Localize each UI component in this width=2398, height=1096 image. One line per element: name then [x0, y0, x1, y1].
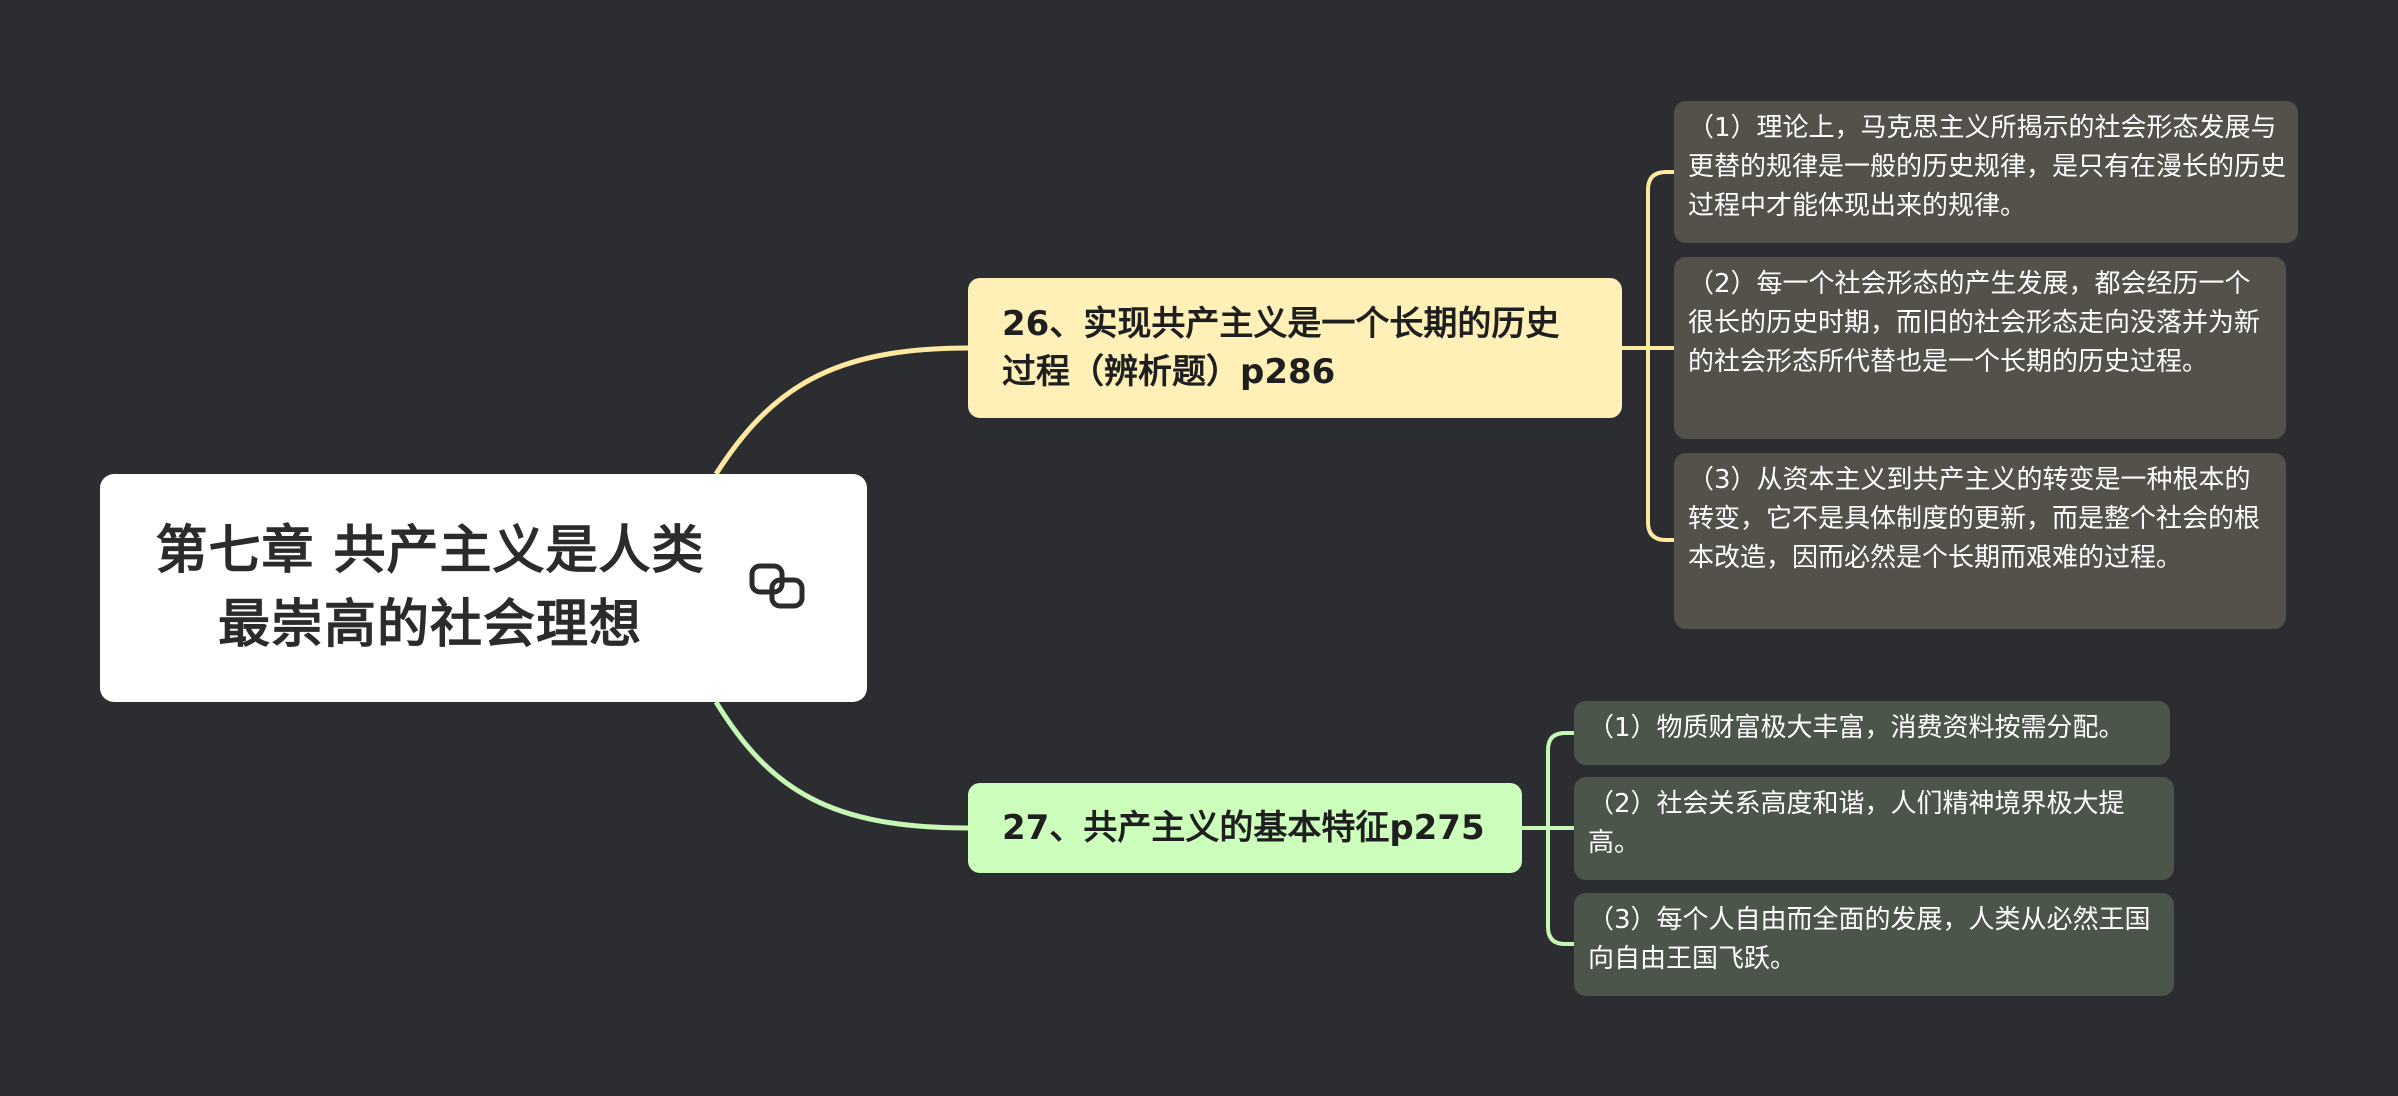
connector-branch2-leaf4	[1546, 731, 1574, 828]
leaf-topic[interactable]: （2）每一个社会形态的产生发展，都会经历一个很长的历史时期，而旧的社会形态走向没…	[1674, 257, 2286, 439]
leaf-topic[interactable]: （2）社会关系高度和谐，人们精神境界极大提高。	[1574, 777, 2174, 880]
connector-branch1-leaf3	[1646, 348, 1674, 542]
branch-topic-26[interactable]: 26、实现共产主义是一个长期的历史过程（辨析题）p286	[968, 278, 1622, 418]
connector-branch1-leaf1	[1646, 170, 1674, 348]
branch-label: 27、共产主义的基本特征p275	[1002, 808, 1485, 848]
root-title: 第七章 共产主义是人类最崇高的社会理想	[155, 521, 705, 655]
leaf-topic[interactable]: （1）理论上，马克思主义所揭示的社会形态发展与更替的规律是一般的历史规律，是只有…	[1674, 101, 2298, 243]
leaf-text: （3）每个人自由而全面的发展，人类从必然王国向自由王国飞跃。	[1588, 905, 2151, 974]
connector-branch2-leaf6	[1546, 828, 1574, 946]
leaf-topic[interactable]: （3）从资本主义到共产主义的转变是一种根本的转变，它不是具体制度的更新，而是整个…	[1674, 453, 2286, 629]
branch-topic-27[interactable]: 27、共产主义的基本特征p275	[968, 783, 1522, 873]
branch-label: 26、实现共产主义是一个长期的历史过程（辨析题）p286	[1002, 304, 1560, 392]
connector-root-branch1	[713, 345, 969, 476]
root-topic[interactable]: 第七章 共产主义是人类最崇高的社会理想	[100, 474, 867, 702]
leaf-text: （2）每一个社会形态的产生发展，都会经历一个很长的历史时期，而旧的社会形态走向没…	[1688, 269, 2261, 377]
link-icon[interactable]	[748, 562, 810, 610]
leaf-text: （2）社会关系高度和谐，人们精神境界极大提高。	[1588, 789, 2125, 858]
leaf-topic[interactable]: （1）物质财富极大丰富，消费资料按需分配。	[1574, 701, 2170, 765]
leaf-text: （3）从资本主义到共产主义的转变是一种根本的转变，它不是具体制度的更新，而是整个…	[1688, 465, 2261, 573]
leaf-text: （1）理论上，马克思主义所揭示的社会形态发展与更替的规律是一般的历史规律，是只有…	[1688, 113, 2287, 221]
leaf-text: （1）物质财富极大丰富，消费资料按需分配。	[1588, 713, 2125, 743]
connector-root-branch2	[713, 700, 969, 831]
leaf-topic[interactable]: （3）每个人自由而全面的发展，人类从必然王国向自由王国飞跃。	[1574, 893, 2174, 996]
